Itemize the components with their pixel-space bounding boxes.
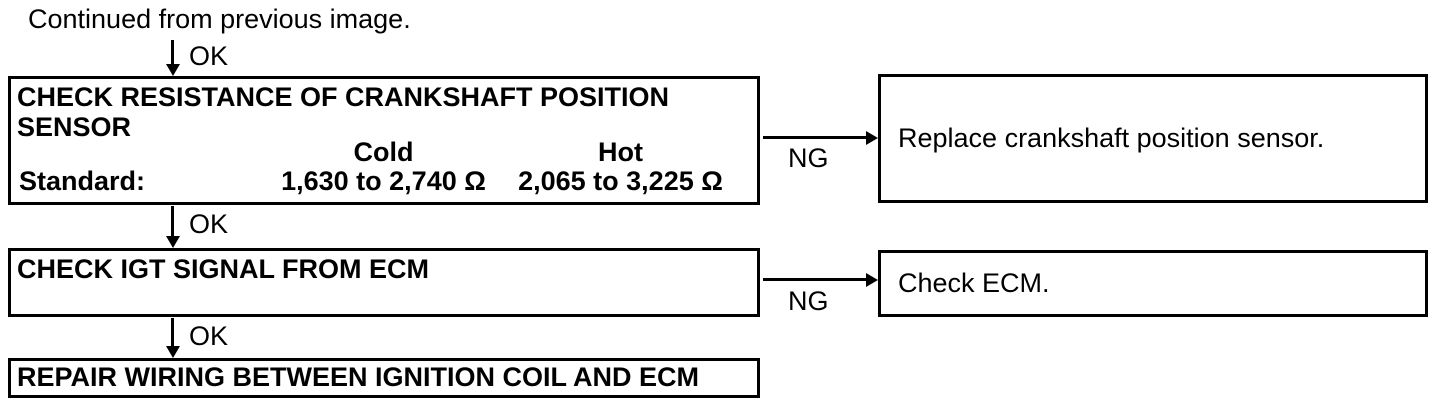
- step2-box: CHECK IGT SIGNAL FROM ECM: [8, 248, 760, 317]
- step1-ng-result-box: Replace crankshaft position sensor.: [878, 74, 1428, 203]
- step1-hot-header: Hot: [598, 137, 643, 167]
- arrowhead-down-icon: [166, 346, 180, 358]
- step2-title: CHECK IGT SIGNAL FROM ECM: [17, 254, 430, 284]
- ok-arrow-down-1: [166, 40, 180, 76]
- ok-label-2: OK: [189, 209, 229, 239]
- arrow-line: [171, 40, 174, 66]
- step1-hot-value: 2,065 to 3,225 Ω: [518, 166, 723, 196]
- arrowhead-down-icon: [166, 236, 180, 248]
- continued-from-label: Continued from previous image.: [28, 4, 411, 34]
- ok-arrow-down-3: [166, 318, 180, 358]
- step1-ng-result-text: Replace crankshaft position sensor.: [898, 122, 1325, 153]
- arrowhead-right-icon: [866, 273, 878, 287]
- ng-label-1: NG: [788, 143, 829, 173]
- arrowhead-down-icon: [166, 64, 180, 76]
- ng-arrow-right-1: [763, 131, 878, 145]
- ok-label-1: OK: [189, 41, 229, 71]
- step3-box: REPAIR WIRING BETWEEN IGNITION COIL AND …: [8, 358, 760, 398]
- arrow-line: [763, 278, 868, 281]
- step1-hot-column: Hot 2,065 to 3,225 Ω: [503, 138, 738, 196]
- ng-arrow-right-2: [763, 273, 878, 287]
- step2-ng-result-text: Check ECM.: [898, 267, 1050, 298]
- step3-title: REPAIR WIRING BETWEEN IGNITION COIL AND …: [17, 362, 700, 393]
- arrow-line: [171, 206, 174, 238]
- step2-ng-result-box: Check ECM.: [878, 250, 1428, 317]
- step1-cold-value: 1,630 to 2,740 Ω: [281, 166, 486, 196]
- ok-arrow-down-2: [166, 206, 180, 248]
- step1-box: CHECK RESISTANCE OF CRANKSHAFT POSITION …: [8, 76, 760, 205]
- ok-label-3: OK: [189, 321, 229, 351]
- ng-label-2: NG: [788, 286, 829, 316]
- step1-title: CHECK RESISTANCE OF CRANKSHAFT POSITION …: [17, 82, 670, 142]
- arrow-line: [763, 136, 868, 139]
- step1-standard-label: Standard:: [19, 166, 146, 196]
- step1-cold-column: Cold 1,630 to 2,740 Ω: [266, 138, 501, 196]
- arrow-line: [171, 318, 174, 348]
- step1-cold-header: Cold: [353, 137, 414, 167]
- arrowhead-right-icon: [866, 131, 878, 145]
